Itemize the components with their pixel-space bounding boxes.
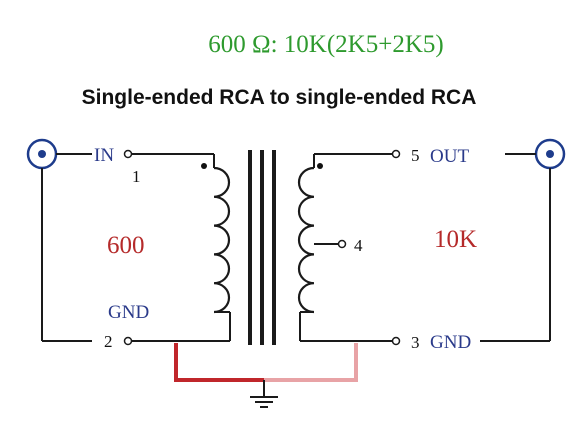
pin-5-label: 5 <box>411 146 420 165</box>
ground-bus <box>174 343 358 382</box>
secondary-gnd-label: GND <box>430 332 471 353</box>
secondary-polarity-dot <box>317 163 323 169</box>
rca-connector-left-icon <box>26 138 58 170</box>
out-label: OUT <box>430 146 469 167</box>
primary-gnd-label: GND <box>108 302 149 323</box>
primary-impedance-label: 600 <box>107 232 145 259</box>
transformer-core <box>248 150 276 345</box>
pin-1-label: 1 <box>132 167 141 186</box>
spec-text: 600 Ω: 10K(2K5+2K5) <box>208 31 443 58</box>
page-title: Single-ended RCA to single-ended RCA <box>82 86 477 109</box>
secondary-winding <box>297 154 323 341</box>
terminal-3 <box>391 336 401 346</box>
pin-4-label: 4 <box>354 236 363 255</box>
ground-symbol-icon <box>250 380 278 408</box>
terminal-5 <box>391 149 401 159</box>
primary-polarity-dot <box>201 163 207 169</box>
terminal-1 <box>123 149 133 159</box>
terminal-4 <box>337 239 347 249</box>
primary-winding <box>201 154 231 341</box>
in-label: IN <box>94 145 114 166</box>
pin-3-label: 3 <box>411 333 420 352</box>
secondary-impedance-label: 10K <box>434 226 477 253</box>
terminal-2 <box>123 336 133 346</box>
rca-connector-right-icon <box>534 138 566 170</box>
pin-2-label: 2 <box>104 332 113 351</box>
